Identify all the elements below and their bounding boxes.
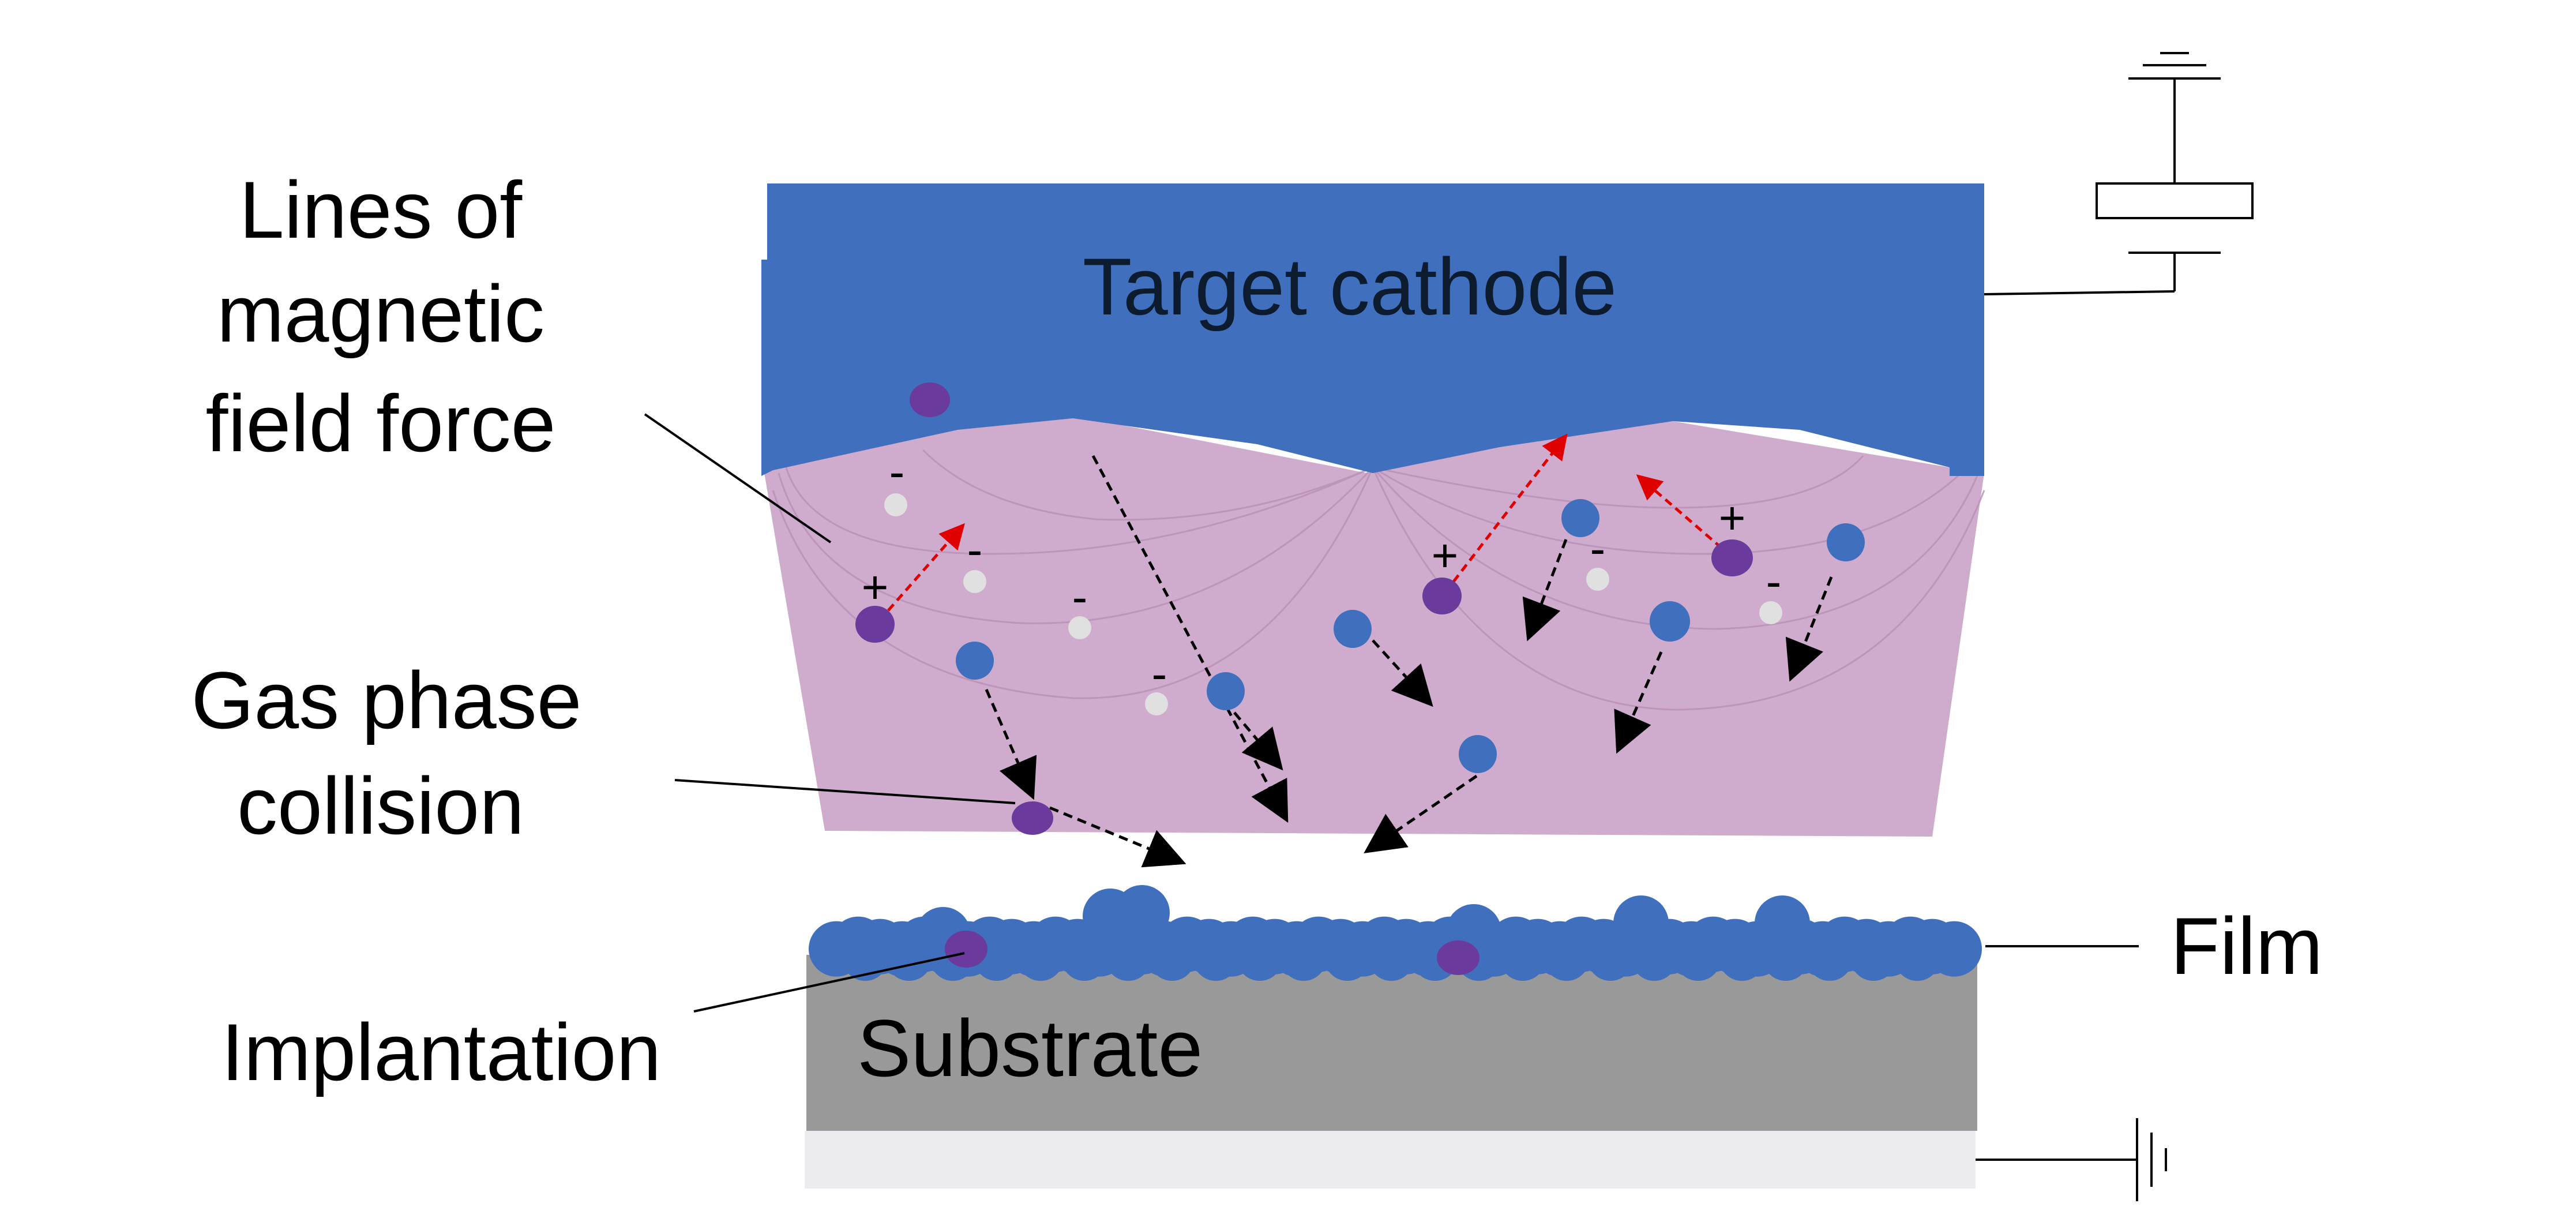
ion-arrow bbox=[887, 523, 965, 612]
film-atom bbox=[1500, 935, 1546, 981]
gas-collision-leader bbox=[674, 779, 1016, 804]
leader-lines bbox=[644, 413, 2139, 1013]
trajectory-arrow bbox=[1522, 539, 1568, 642]
electron bbox=[1068, 616, 1091, 639]
trajectory-arrow bbox=[1364, 774, 1478, 853]
positive-sign: + bbox=[1432, 530, 1459, 581]
film-atom bbox=[1807, 935, 1853, 981]
film-atom bbox=[1368, 935, 1414, 981]
positive-sign: + bbox=[862, 561, 889, 613]
plasma-region bbox=[761, 415, 1984, 837]
gas-collision-label-line2: collision bbox=[237, 760, 524, 851]
trajectory-arrow bbox=[985, 689, 1037, 800]
film-atom bbox=[1149, 935, 1195, 981]
ion-particle bbox=[1711, 539, 1753, 576]
film-atom bbox=[1587, 935, 1634, 981]
trajectory-arrow bbox=[1091, 455, 1289, 823]
base-plate bbox=[805, 1131, 1976, 1189]
ion-particle bbox=[945, 931, 987, 968]
ground-symbol bbox=[1976, 1118, 2167, 1201]
target-label: Target cathode bbox=[1083, 241, 1617, 332]
ion-arrows bbox=[887, 433, 1723, 612]
negative-sign: - bbox=[1152, 648, 1167, 699]
ion-particle bbox=[855, 606, 895, 643]
sputter-arrows bbox=[985, 455, 1833, 868]
substrate-label: Substrate bbox=[857, 1003, 1203, 1093]
electron bbox=[963, 570, 986, 593]
ion-arrow bbox=[1636, 474, 1723, 549]
film-atom bbox=[1850, 935, 1897, 981]
trajectory-arrow bbox=[1614, 651, 1663, 754]
electron bbox=[1759, 601, 1782, 624]
trajectory-arrow bbox=[1049, 806, 1186, 868]
film-atom bbox=[1544, 935, 1590, 981]
trajectory-arrow bbox=[1785, 576, 1833, 682]
trajectory-arrow bbox=[1233, 711, 1283, 771]
film-atom bbox=[1763, 935, 1809, 981]
film-atom bbox=[1017, 935, 1064, 981]
target-atom bbox=[956, 642, 994, 680]
target-atom bbox=[1827, 523, 1865, 561]
substrate bbox=[806, 955, 1977, 1131]
film-atom bbox=[1237, 935, 1283, 981]
negative-sign: - bbox=[967, 524, 983, 575]
target-atom bbox=[1334, 610, 1372, 648]
film-atom bbox=[1061, 935, 1107, 981]
electron bbox=[1586, 568, 1609, 591]
film-atom bbox=[1105, 935, 1151, 981]
film-atom bbox=[1324, 935, 1370, 981]
power-supply bbox=[1984, 52, 2254, 295]
label-magnetic-lines: Lines of magnetic field force bbox=[206, 164, 556, 468]
implantation-label: Implantation bbox=[221, 1007, 662, 1097]
film-atom bbox=[886, 935, 932, 981]
magnetic-lines-label-line2: magnetic bbox=[217, 268, 545, 359]
film-label: Film bbox=[2171, 901, 2323, 991]
target-atom bbox=[1459, 735, 1497, 773]
film-layer bbox=[809, 885, 1982, 981]
magnetic-lines-leader bbox=[644, 413, 832, 543]
film-atom bbox=[1894, 935, 1940, 981]
charge-signs: + + + - - - - - - bbox=[862, 446, 1782, 699]
film-atom bbox=[1675, 935, 1721, 981]
target-atom bbox=[1650, 601, 1690, 642]
ion-particle bbox=[1012, 801, 1053, 835]
film-atom bbox=[1281, 935, 1327, 981]
negative-sign: - bbox=[1072, 571, 1088, 623]
particles bbox=[855, 383, 1865, 975]
negative-sign: - bbox=[1766, 556, 1782, 607]
ion-particle bbox=[1422, 578, 1462, 614]
film-atom bbox=[1193, 935, 1239, 981]
implantation-leader bbox=[693, 952, 965, 1013]
ion-particle bbox=[910, 383, 950, 417]
negative-sign: - bbox=[1590, 523, 1606, 574]
ion-arrow bbox=[1452, 433, 1568, 583]
film-atom bbox=[842, 935, 888, 981]
ion-particle bbox=[1437, 940, 1479, 975]
negative-sign: - bbox=[889, 446, 905, 497]
electron bbox=[884, 493, 907, 516]
target-cathode bbox=[761, 183, 1984, 476]
positive-sign: + bbox=[1719, 492, 1746, 543]
film-atom bbox=[1927, 921, 1982, 977]
target-atom bbox=[1207, 672, 1245, 710]
electron bbox=[1145, 692, 1168, 715]
film-atom bbox=[1719, 935, 1765, 981]
target-atom bbox=[1561, 499, 1599, 537]
label-gas-collision: Gas phase collision bbox=[191, 655, 581, 851]
magnetic-lines-label-line1: Lines of bbox=[239, 164, 523, 255]
gas-collision-label-line1: Gas phase bbox=[191, 655, 581, 745]
film-atom bbox=[1631, 935, 1677, 981]
magnetic-lines-label-line3: field force bbox=[206, 378, 556, 468]
